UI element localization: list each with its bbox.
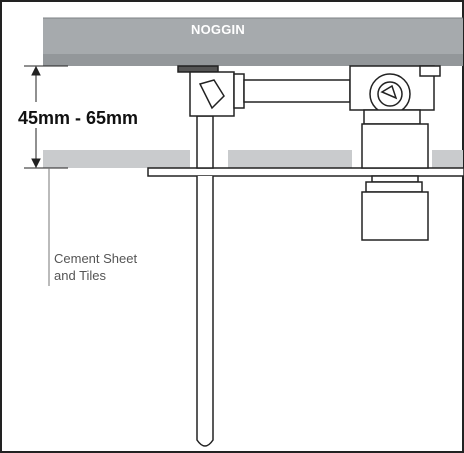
dimension-label: 45mm - 65mm [18,108,139,128]
wall-plate [147,167,464,177]
mixer-body [349,65,441,169]
dimension-arrow [24,65,68,169]
cement-sheet-label: Cement Sheet and Tiles [54,250,137,284]
cement-sheet-layer [43,150,463,168]
noggin-label: NOGGIN [191,22,245,37]
elbow-fitting [177,65,245,117]
cement-sheet-label-line1: Cement Sheet [54,251,138,266]
connecting-pipe [243,79,351,103]
mixer-handle [361,175,429,241]
noggin-beam [43,17,463,66]
spout-pipe [196,115,214,447]
cement-sheet-label-line2: and Tiles [54,268,107,283]
